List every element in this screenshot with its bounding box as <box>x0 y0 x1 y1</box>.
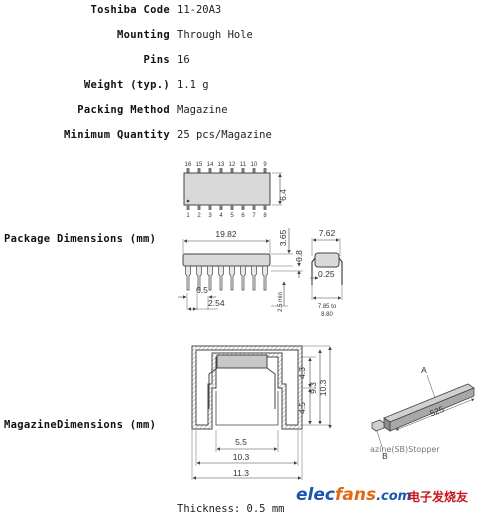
spec-label-pins: Pins <box>143 54 170 66</box>
dim-magazine-inner-width: 10.3 <box>233 452 250 462</box>
side-pin <box>240 265 246 291</box>
spec-value-weight: 1.1 g <box>177 79 209 91</box>
dim-magazine-outer-width: 11.3 <box>233 468 249 478</box>
package-side-view: 19.82 3.65 0.8 2.5 min 0.5 2.54 <box>178 228 304 312</box>
pin-number-bottom: 8 <box>263 213 267 219</box>
magazine-ic-body <box>216 354 268 369</box>
dim-standoff-label: 0.8 <box>294 250 304 262</box>
pin-number-top: 12 <box>229 162 236 168</box>
dim-magazine-inner-height: 9.3 <box>308 382 318 394</box>
bottom-pin <box>186 205 190 210</box>
pin1-marker <box>186 199 190 203</box>
dim-span-label-2: 8.80 <box>321 312 333 318</box>
ic-end-body <box>314 252 340 268</box>
spec-label-mounting: Mounting <box>117 29 170 41</box>
label-b: B <box>382 451 388 461</box>
pin-number-bottom: 1 <box>186 213 190 219</box>
watermark-overlay-text: azine(SB)Stopper <box>370 445 440 454</box>
pin-number-top: 10 <box>251 162 258 168</box>
elecfans-logo: elecfans.com <box>296 485 411 505</box>
spec-value-pins: 16 <box>177 54 190 66</box>
spec-label-packing-method: Packing Method <box>77 104 170 116</box>
pin-number-top: 14 <box>207 162 214 168</box>
pin-number-top: 11 <box>240 162 247 168</box>
side-pin <box>229 265 235 291</box>
top-pin <box>230 168 234 173</box>
pin-number-top: 13 <box>218 162 225 168</box>
spec-value-toshiba-code: 11-20A3 <box>177 4 222 16</box>
spec-value-mounting: Through Hole <box>177 29 253 41</box>
magazine-isometric-view: 525 A B <box>371 365 475 461</box>
ic-side-body <box>182 253 271 267</box>
spec-value-minimum-quantity: 25 pcs/Magazine <box>177 129 272 141</box>
pin-number-bottom: 7 <box>252 213 256 219</box>
bottom-pin <box>252 205 256 210</box>
spec-label-minimum-quantity: Minimum Quantity <box>64 129 170 141</box>
dim-row-spacing-label: 7.62 <box>319 228 336 238</box>
spec-label-weight: Weight (typ.) <box>83 79 170 91</box>
ic-top-body <box>183 172 271 206</box>
dim-magazine-outer-height: 10.3 <box>318 379 328 396</box>
magazine-profile <box>191 345 303 430</box>
magazine-inner-slot <box>215 391 279 426</box>
side-pin <box>185 265 191 291</box>
pin-number-bottom: 5 <box>230 213 234 219</box>
side-pin <box>207 265 213 291</box>
dim-lead-thickness-label: 0.25 <box>318 269 335 279</box>
top-pin <box>197 168 201 173</box>
label-a: A <box>421 365 427 375</box>
brand-suffix: fans <box>334 485 377 505</box>
top-pin <box>208 168 212 173</box>
top-pin <box>186 168 190 173</box>
side-pin <box>196 265 202 291</box>
dim-span-label-1: 7.85 to <box>318 304 337 310</box>
spec-label-toshiba-code: Toshiba Code <box>90 4 170 16</box>
package-end-view: 7.62 0.25 7.85 to 8.80 <box>310 228 343 318</box>
bottom-pin <box>208 205 212 210</box>
brand-chinese: 电子发烧友 <box>408 490 469 504</box>
bottom-pin <box>263 205 267 210</box>
dim-lead-length-label: 2.5 min <box>278 292 284 312</box>
pin-number-bottom: 3 <box>208 213 212 219</box>
pin-number-bottom: 2 <box>197 213 201 219</box>
dim-length-label: 19.82 <box>215 229 237 239</box>
side-pin <box>218 265 224 291</box>
dim-pitch-label: 2.54 <box>208 298 225 308</box>
bottom-pin <box>230 205 234 210</box>
top-pin <box>219 168 223 173</box>
dim-magazine-inner-top: 4.3 <box>297 367 307 379</box>
pin-number-bottom: 6 <box>241 213 245 219</box>
pin-number-top: 16 <box>185 162 192 168</box>
magazine-tube-top <box>383 383 475 423</box>
dim-height-label: 3.65 <box>278 229 288 246</box>
dim-magazine-inner-bottom: 4.5 <box>297 402 307 414</box>
side-pin <box>262 265 268 291</box>
bottom-pin <box>241 205 245 210</box>
top-pin <box>241 168 245 173</box>
package-dimensions-label: Package Dimensions (mm) <box>4 233 157 245</box>
thickness-note: Thickness: 0.5 mm <box>177 503 285 515</box>
magazine-cross-section: 4.3 4.5 9.3 10.3 5.5 10.3 11.3 <box>191 345 332 480</box>
bottom-pin <box>197 205 201 210</box>
brand-domain: .com <box>376 489 412 504</box>
dim-width-label: 6.4 <box>278 189 288 201</box>
spec-value-packing-method: Magazine <box>177 104 228 116</box>
brand-prefix: elec <box>296 485 335 505</box>
pin-number-top: 15 <box>196 162 203 168</box>
top-pin <box>252 168 256 173</box>
dim-lead-width-label: 0.5 <box>196 285 208 295</box>
bottom-pin <box>219 205 223 210</box>
side-pin <box>251 265 257 291</box>
stopper-b-icon <box>371 419 385 432</box>
pin-number-bottom: 4 <box>219 213 223 219</box>
top-pin <box>263 168 267 173</box>
pin-number-top: 9 <box>263 162 267 168</box>
dim-magazine-slot: 5.5 <box>235 437 247 447</box>
magazine-dimensions-label: MagazineDimensions (mm) <box>4 419 157 431</box>
